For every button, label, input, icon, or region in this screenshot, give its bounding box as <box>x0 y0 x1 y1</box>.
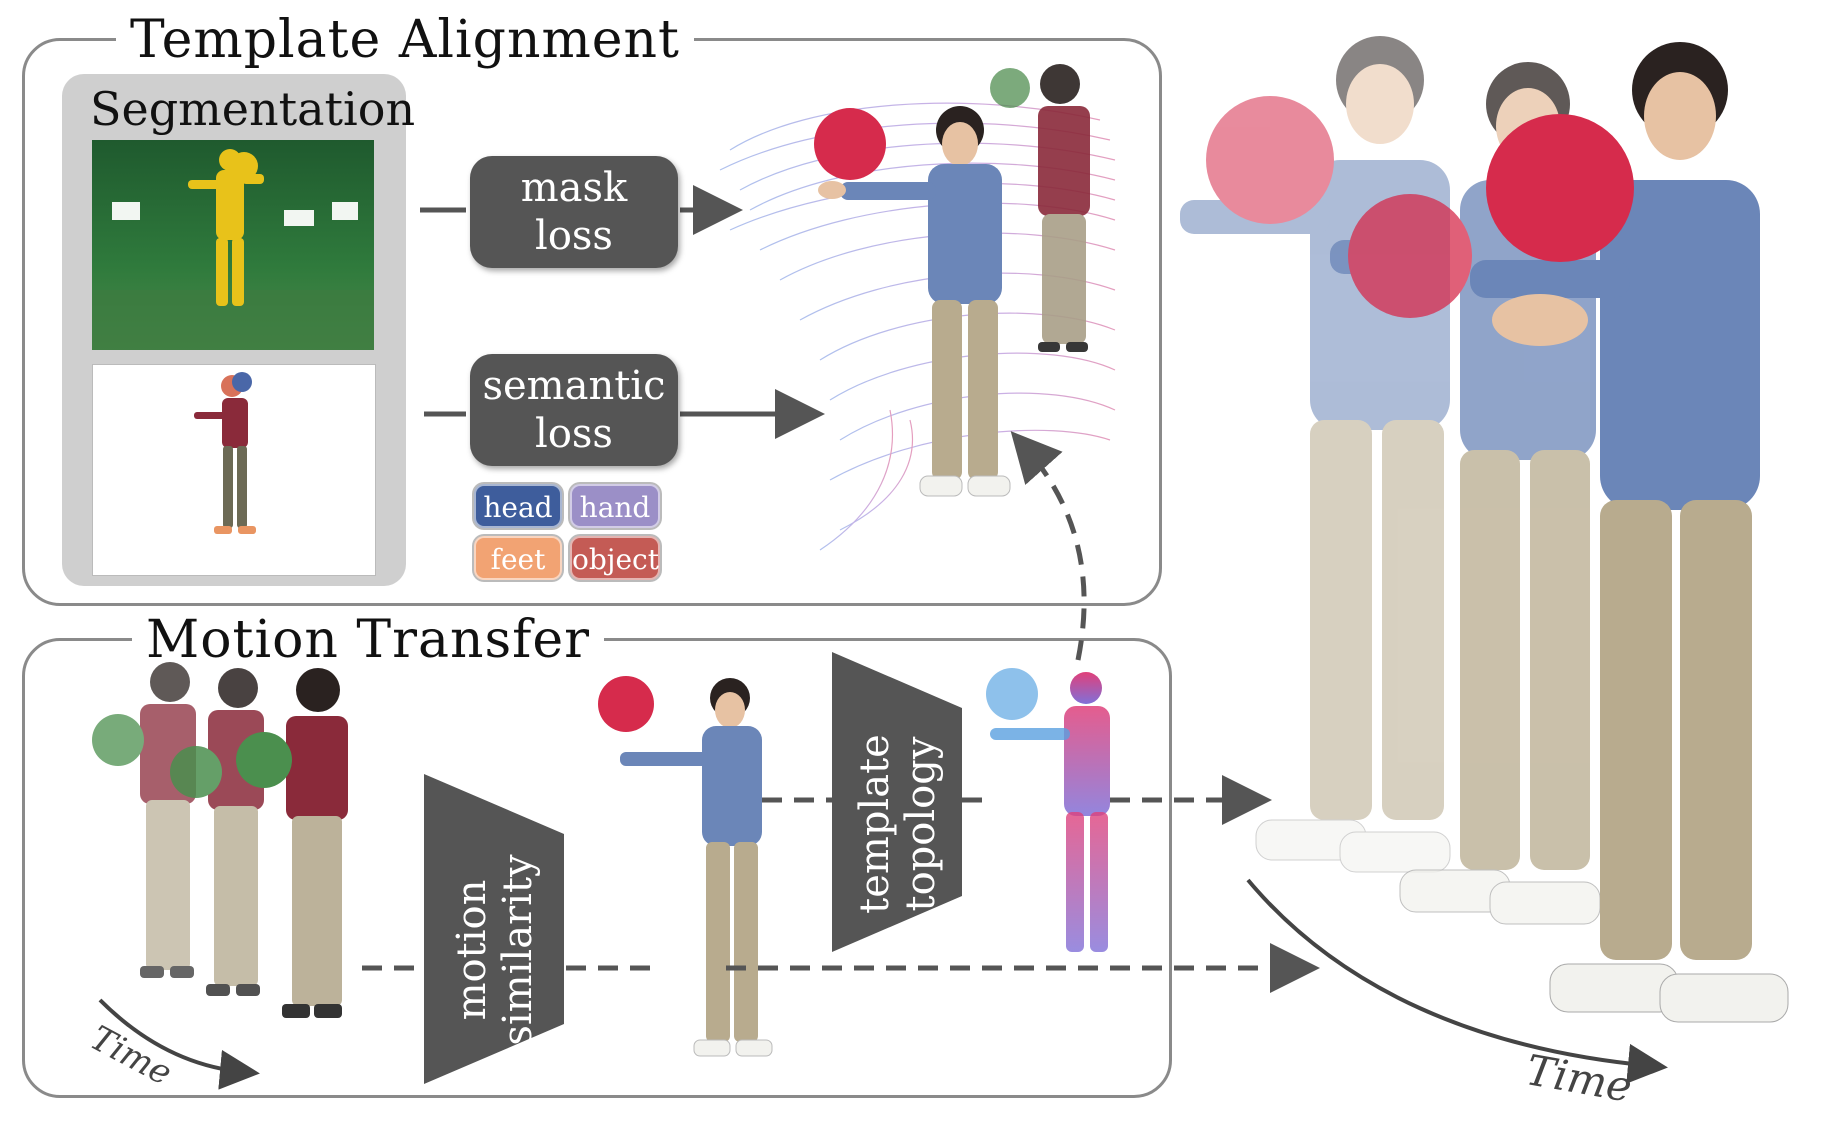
balloon-icon <box>814 108 886 180</box>
template-topology-trapezoid <box>832 652 962 952</box>
green-screen-image <box>92 140 374 350</box>
tag-feet: feet <box>474 536 562 580</box>
point-cloud-template <box>986 668 1110 952</box>
semantic-loss-line1: semantic <box>482 363 666 409</box>
tag-object: object <box>570 536 660 580</box>
alignment-result-figure <box>719 64 1116 551</box>
mask-loss-line1: mask <box>520 165 628 211</box>
motion-similarity-trapezoid <box>424 774 564 1084</box>
tag-head: head <box>474 484 562 528</box>
output-balloon-icon <box>1486 114 1634 262</box>
source-sequence-figures <box>92 662 348 1018</box>
target-balloon-icon <box>598 676 654 732</box>
target-figure <box>598 676 773 1057</box>
motion-transfer-title: Motion Transfer <box>132 610 604 670</box>
semantic-loss-line2: loss <box>535 411 613 457</box>
segmentation-title: Segmentation <box>90 82 416 136</box>
tag-hand: hand <box>570 484 660 528</box>
output-sequence-figures <box>1180 36 1789 1023</box>
mask-loss-line2: loss <box>535 213 613 259</box>
mask-loss-box: mask loss <box>470 156 678 268</box>
semantic-loss-box: semantic loss <box>470 354 678 466</box>
template-alignment-title: Template Alignment <box>116 10 694 70</box>
template-figure <box>194 372 256 534</box>
